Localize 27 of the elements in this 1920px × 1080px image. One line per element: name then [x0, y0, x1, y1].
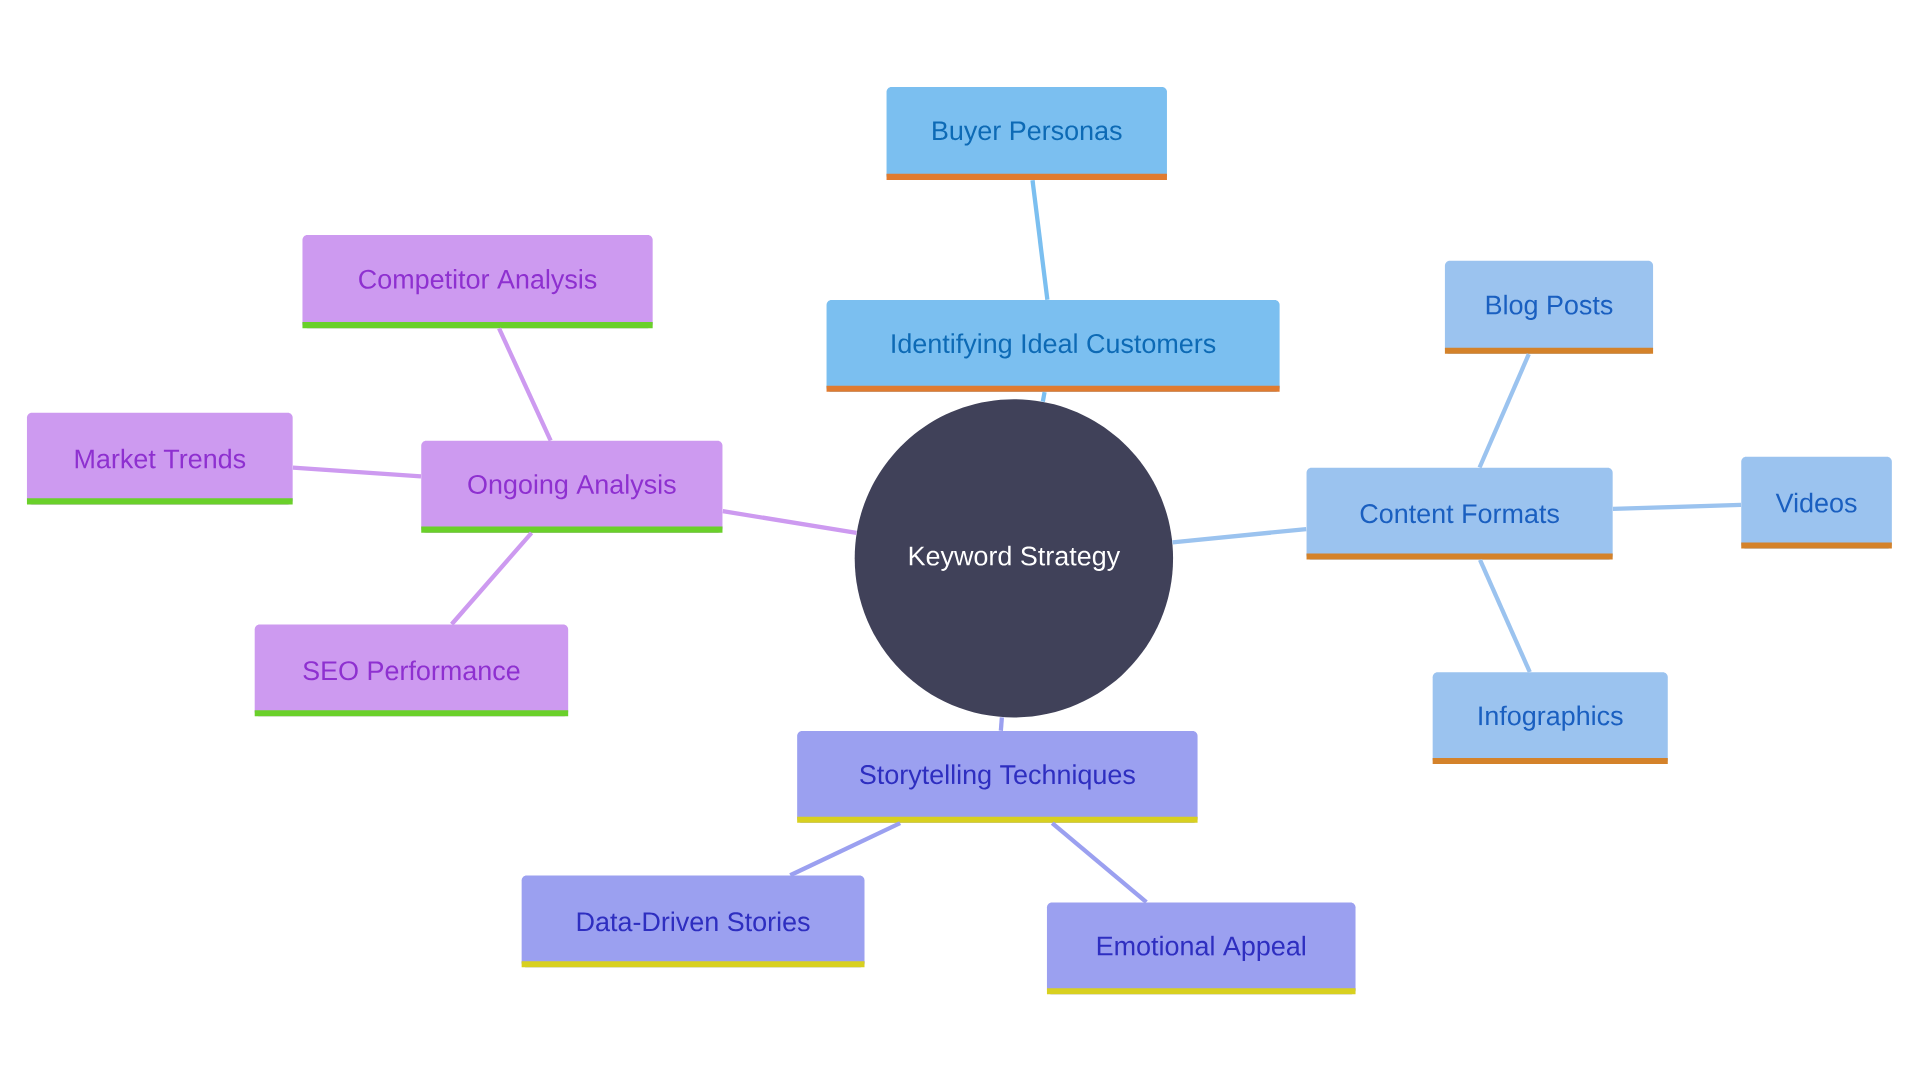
connector-line: [1050, 821, 1148, 904]
connector-line: [1478, 558, 1532, 673]
topic-box: Market Trends: [26, 412, 293, 505]
connector-line: [1172, 526, 1307, 545]
topic-box: Blog Posts: [1444, 260, 1654, 354]
topic-box: Infographics: [1432, 672, 1668, 765]
topic-box: Data-Driven Stories: [521, 875, 865, 968]
connector-line: [722, 509, 857, 535]
connector-line: [789, 821, 902, 878]
topic-box: Emotional Appeal: [1046, 902, 1356, 995]
topic-box: Videos: [1741, 456, 1892, 549]
topic-box: Content Formats: [1306, 467, 1613, 560]
connector-line: [1040, 391, 1047, 402]
connector-line: [450, 531, 534, 626]
topic-box: Identifying Ideal Customers: [826, 300, 1280, 392]
topic-box: Ongoing Analysis: [421, 440, 723, 533]
connector-line: [1612, 502, 1742, 512]
circle-node: Keyword Strategy: [854, 399, 1174, 718]
connector-line: [497, 327, 553, 442]
topic-box: SEO Performance: [254, 624, 569, 717]
connector-line: [1030, 179, 1050, 300]
connector-line: [998, 717, 1004, 731]
topic-box: Buyer Personas: [886, 86, 1167, 180]
connector-line: [1477, 353, 1531, 469]
connector-line: [292, 465, 422, 479]
topic-box: Competitor Analysis: [302, 235, 653, 329]
topic-box: Storytelling Techniques: [797, 731, 1198, 823]
